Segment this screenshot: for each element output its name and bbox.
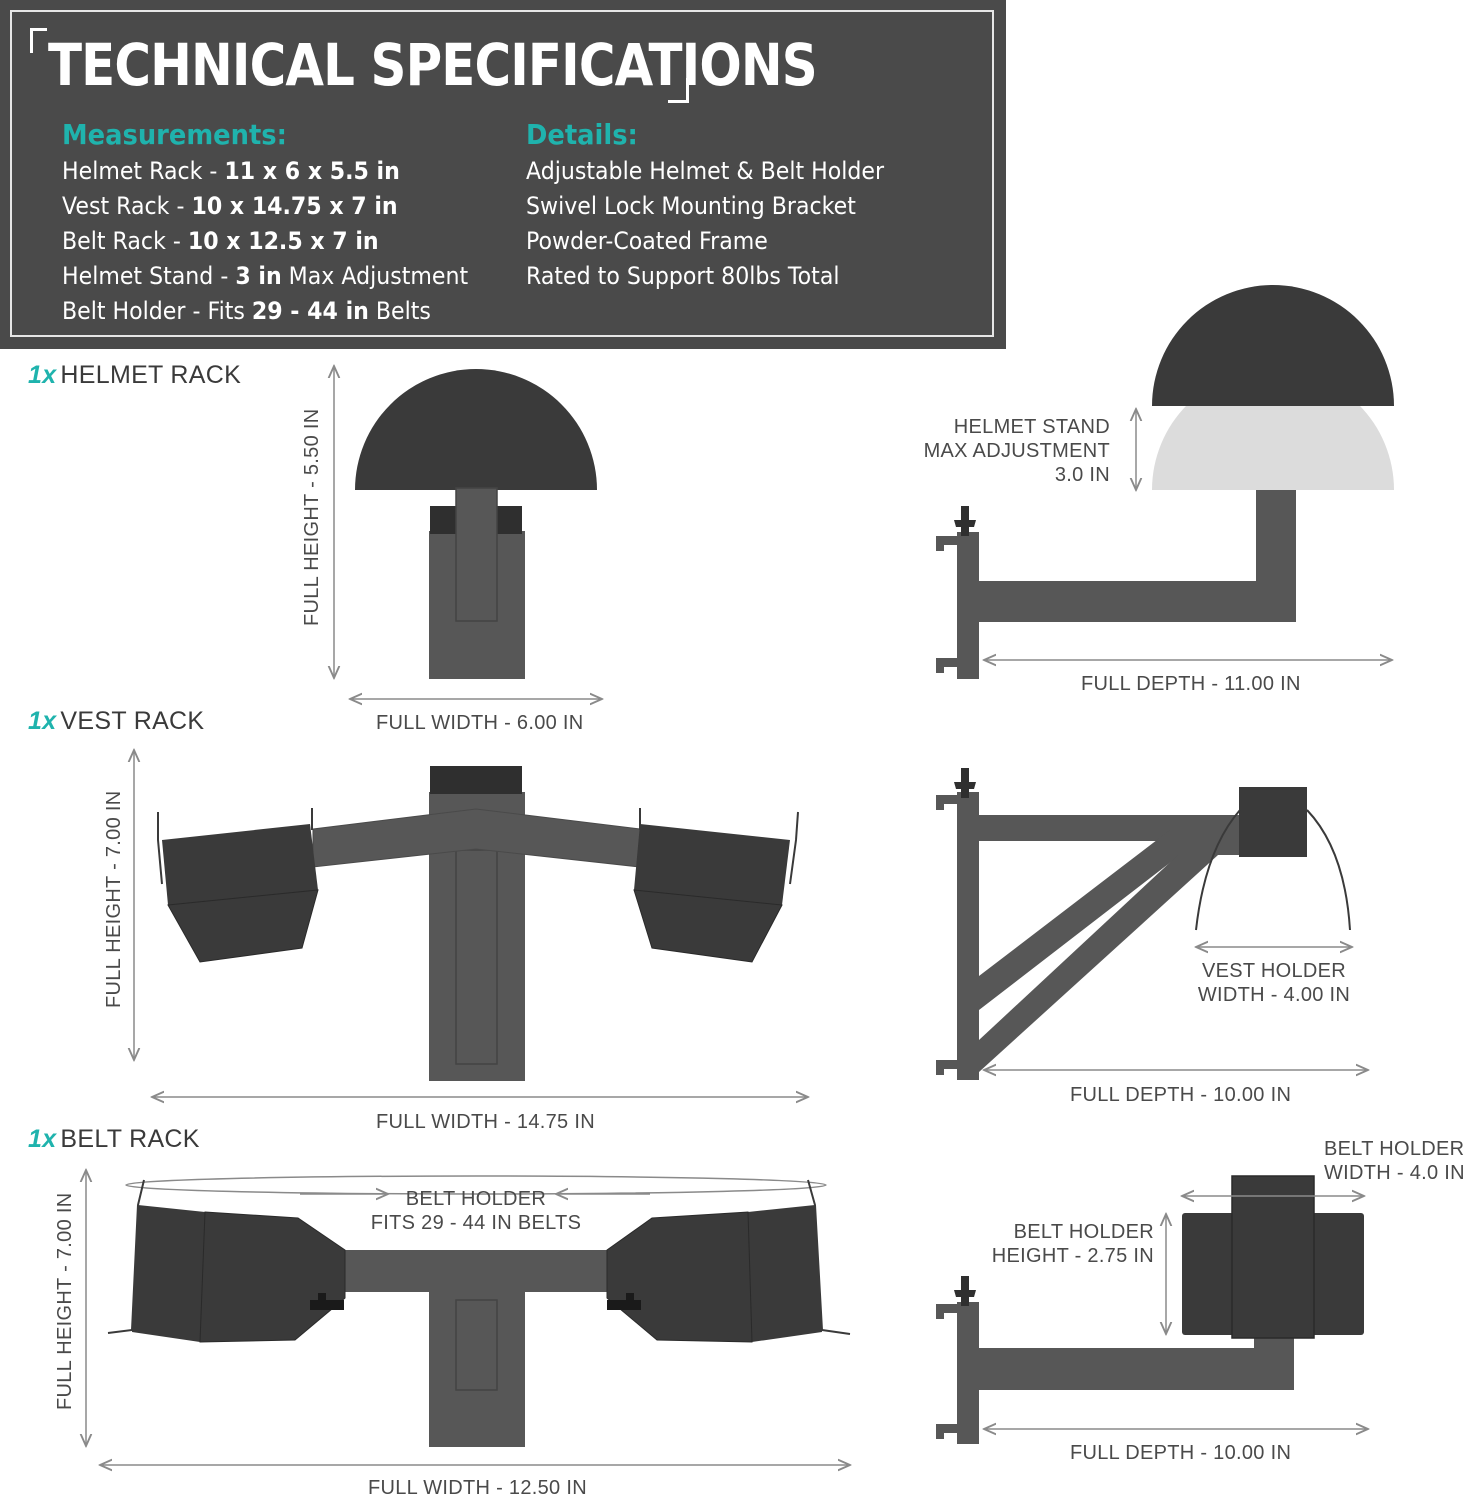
detail-line: Powder-Coated Frame [526, 227, 768, 255]
vest-width-label: FULL WIDTH - 14.75 IN [376, 1111, 595, 1133]
belt-width-label: FULL WIDTH - 12.50 IN [368, 1477, 587, 1499]
vest-rack-front-view [157, 766, 799, 1081]
measurements-heading: Measurements: [62, 118, 287, 151]
measurement-line: Belt Holder - Fits 29 - 44 in Belts [62, 297, 431, 325]
helmet-depth-label: FULL DEPTH - 11.00 IN [1081, 673, 1301, 695]
helmet-height-label: FULL HEIGHT - 5.50 IN [301, 408, 323, 626]
spec-panel: TECHNICAL SPECIFICATIONS Measurements: H… [0, 0, 1006, 349]
measurement-line: Helmet Stand - 3 in Max Adjustment [62, 262, 469, 290]
belt-rack-side-view [936, 1175, 1364, 1444]
title-corner-bracket-icon [30, 28, 47, 53]
helmet-rack-front-view [355, 369, 597, 679]
vest-height-label: FULL HEIGHT - 7.00 IN [103, 790, 125, 1008]
detail-line: Swivel Lock Mounting Bracket [526, 192, 856, 220]
details-heading: Details: [526, 118, 638, 151]
details-column: Details: Adjustable Helmet & Belt Holder… [526, 116, 915, 294]
helmet-width-label: FULL WIDTH - 6.00 IN [376, 712, 584, 734]
belt-height-label: FULL HEIGHT - 7.00 IN [54, 1192, 76, 1410]
measurement-line: Belt Rack - 10 x 12.5 x 7 in [62, 227, 379, 255]
measurement-line: Vest Rack - 10 x 14.75 x 7 in [62, 192, 398, 220]
spec-panel-border [10, 10, 994, 337]
helmet-rack-side-view [936, 285, 1394, 679]
belt-rack-front-view [107, 1175, 851, 1447]
vest-rack-side-view [936, 768, 1351, 1080]
measurements-column: Measurements: Helmet Rack - 11 x 6 x 5.5… [62, 116, 503, 329]
measurement-line: Helmet Rack - 11 x 6 x 5.5 in [62, 157, 400, 185]
vest-depth-label: FULL DEPTH - 10.00 IN [1070, 1084, 1292, 1106]
belt-depth-label: FULL DEPTH - 10.00 IN [1070, 1442, 1292, 1464]
spec-title: TECHNICAL SPECIFICATIONS [48, 31, 818, 99]
detail-line: Adjustable Helmet & Belt Holder [526, 157, 885, 185]
detail-line: Rated to Support 80lbs Total [526, 262, 840, 290]
title-corner-bracket-icon [668, 78, 689, 103]
